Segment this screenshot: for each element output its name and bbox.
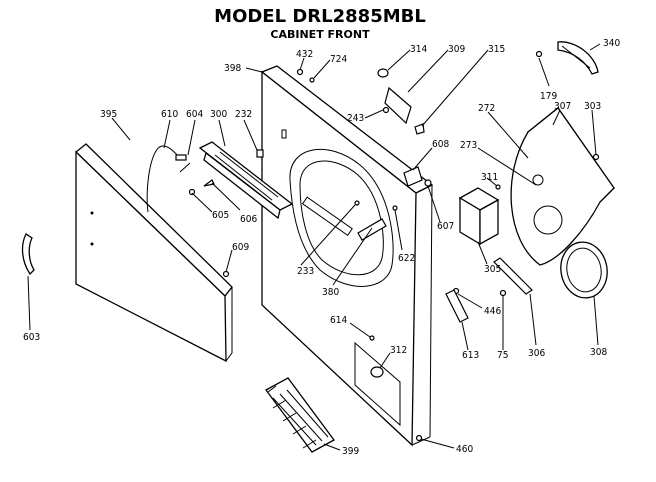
part-label: 606 — [240, 214, 257, 225]
diagram-title: MODEL DRL2885MBL — [214, 6, 426, 27]
part-label: 460 — [456, 444, 473, 455]
part-label: 603 — [23, 332, 40, 343]
part-label: 300 — [210, 109, 227, 120]
part-label: 233 — [297, 266, 314, 277]
part-label: 75 — [497, 350, 508, 361]
part-label: 609 — [232, 242, 249, 253]
part-label: 303 — [584, 101, 601, 112]
part-label: 614 — [330, 315, 347, 326]
handle-part — [557, 41, 599, 75]
part-label: 613 — [462, 350, 479, 361]
diagram-subtitle: CABINET FRONT — [270, 28, 370, 41]
part-label: 309 — [448, 44, 465, 55]
part-label: 307 — [554, 101, 571, 112]
part-label: 306 — [528, 348, 545, 359]
module-part — [458, 187, 500, 246]
part-label: 243 — [347, 113, 364, 124]
part-label: 232 — [235, 109, 252, 120]
part-label: 311 — [481, 172, 498, 183]
grille-part — [265, 377, 335, 453]
part-label: 398 — [224, 63, 241, 74]
part-label: 308 — [590, 347, 607, 358]
small-fasteners — [188, 50, 600, 442]
bracket-parts — [445, 257, 533, 323]
part-label: 340 — [603, 38, 620, 49]
harness-part — [146, 145, 191, 213]
part-label: 312 — [390, 345, 407, 356]
cabinet-front-part — [260, 65, 434, 447]
part-label: 315 — [488, 44, 505, 55]
part-label: 604 — [186, 109, 203, 120]
part-label: 608 — [432, 139, 449, 150]
part-label: 395 — [100, 109, 117, 120]
duct-part — [510, 107, 615, 266]
control-panel-part — [198, 141, 294, 220]
ring-part — [560, 241, 608, 299]
part-label: 305 — [484, 264, 501, 275]
part-label: 273 — [460, 140, 477, 151]
part-labels: 395 610 604 300 232 398 432 724 314 309 … — [23, 38, 620, 457]
leader-lines — [27, 43, 601, 451]
part-label: 622 — [398, 253, 415, 264]
part-label: 314 — [410, 44, 427, 55]
part-label: 446 — [484, 306, 501, 317]
part-label: 380 — [322, 287, 339, 298]
part-label: 607 — [437, 221, 454, 232]
part-label: 724 — [330, 54, 347, 65]
part-label: 605 — [212, 210, 229, 221]
part-label: 399 — [342, 446, 359, 457]
part-label: 179 — [540, 91, 557, 102]
part-label: 432 — [296, 49, 313, 60]
part-label: 610 — [161, 109, 178, 120]
side-handle-part — [21, 233, 35, 276]
part-label: 272 — [478, 103, 495, 114]
front-panel-part — [75, 143, 233, 363]
